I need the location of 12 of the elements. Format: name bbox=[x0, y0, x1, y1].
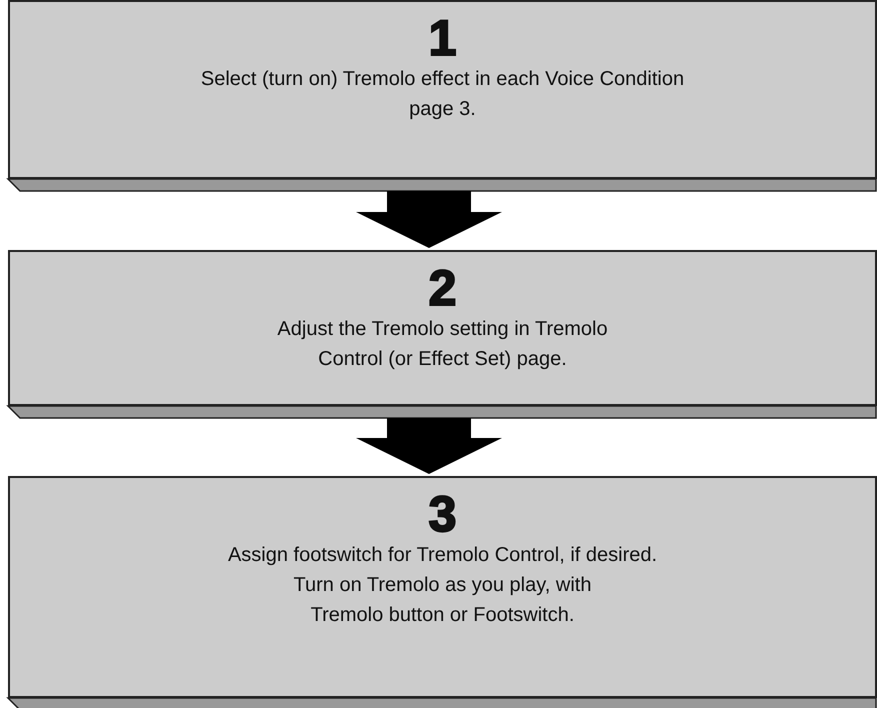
step-description: Turn on Tremolo as you play, with Tremolo button or Footswitch. bbox=[292, 573, 592, 628]
block-arrow bbox=[356, 191, 502, 248]
step-box bbox=[8, 476, 877, 698]
step-number: 1 bbox=[428, 12, 456, 64]
step-number: 3 bbox=[428, 488, 456, 540]
step-box bbox=[8, 0, 877, 179]
step-number: 2 bbox=[428, 262, 456, 314]
step-description: Select (turn on) Tremolo effect in each Voice Condition page 3. bbox=[200, 67, 686, 122]
block-arrow bbox=[356, 418, 502, 474]
step-description: Adjust the Tremolo setting in Tremolo Control (or Effect Set) page. bbox=[276, 317, 609, 372]
step-box bbox=[8, 250, 877, 406]
step-description: Assign footswitch for Tremolo Control, if desired. bbox=[228, 543, 658, 568]
